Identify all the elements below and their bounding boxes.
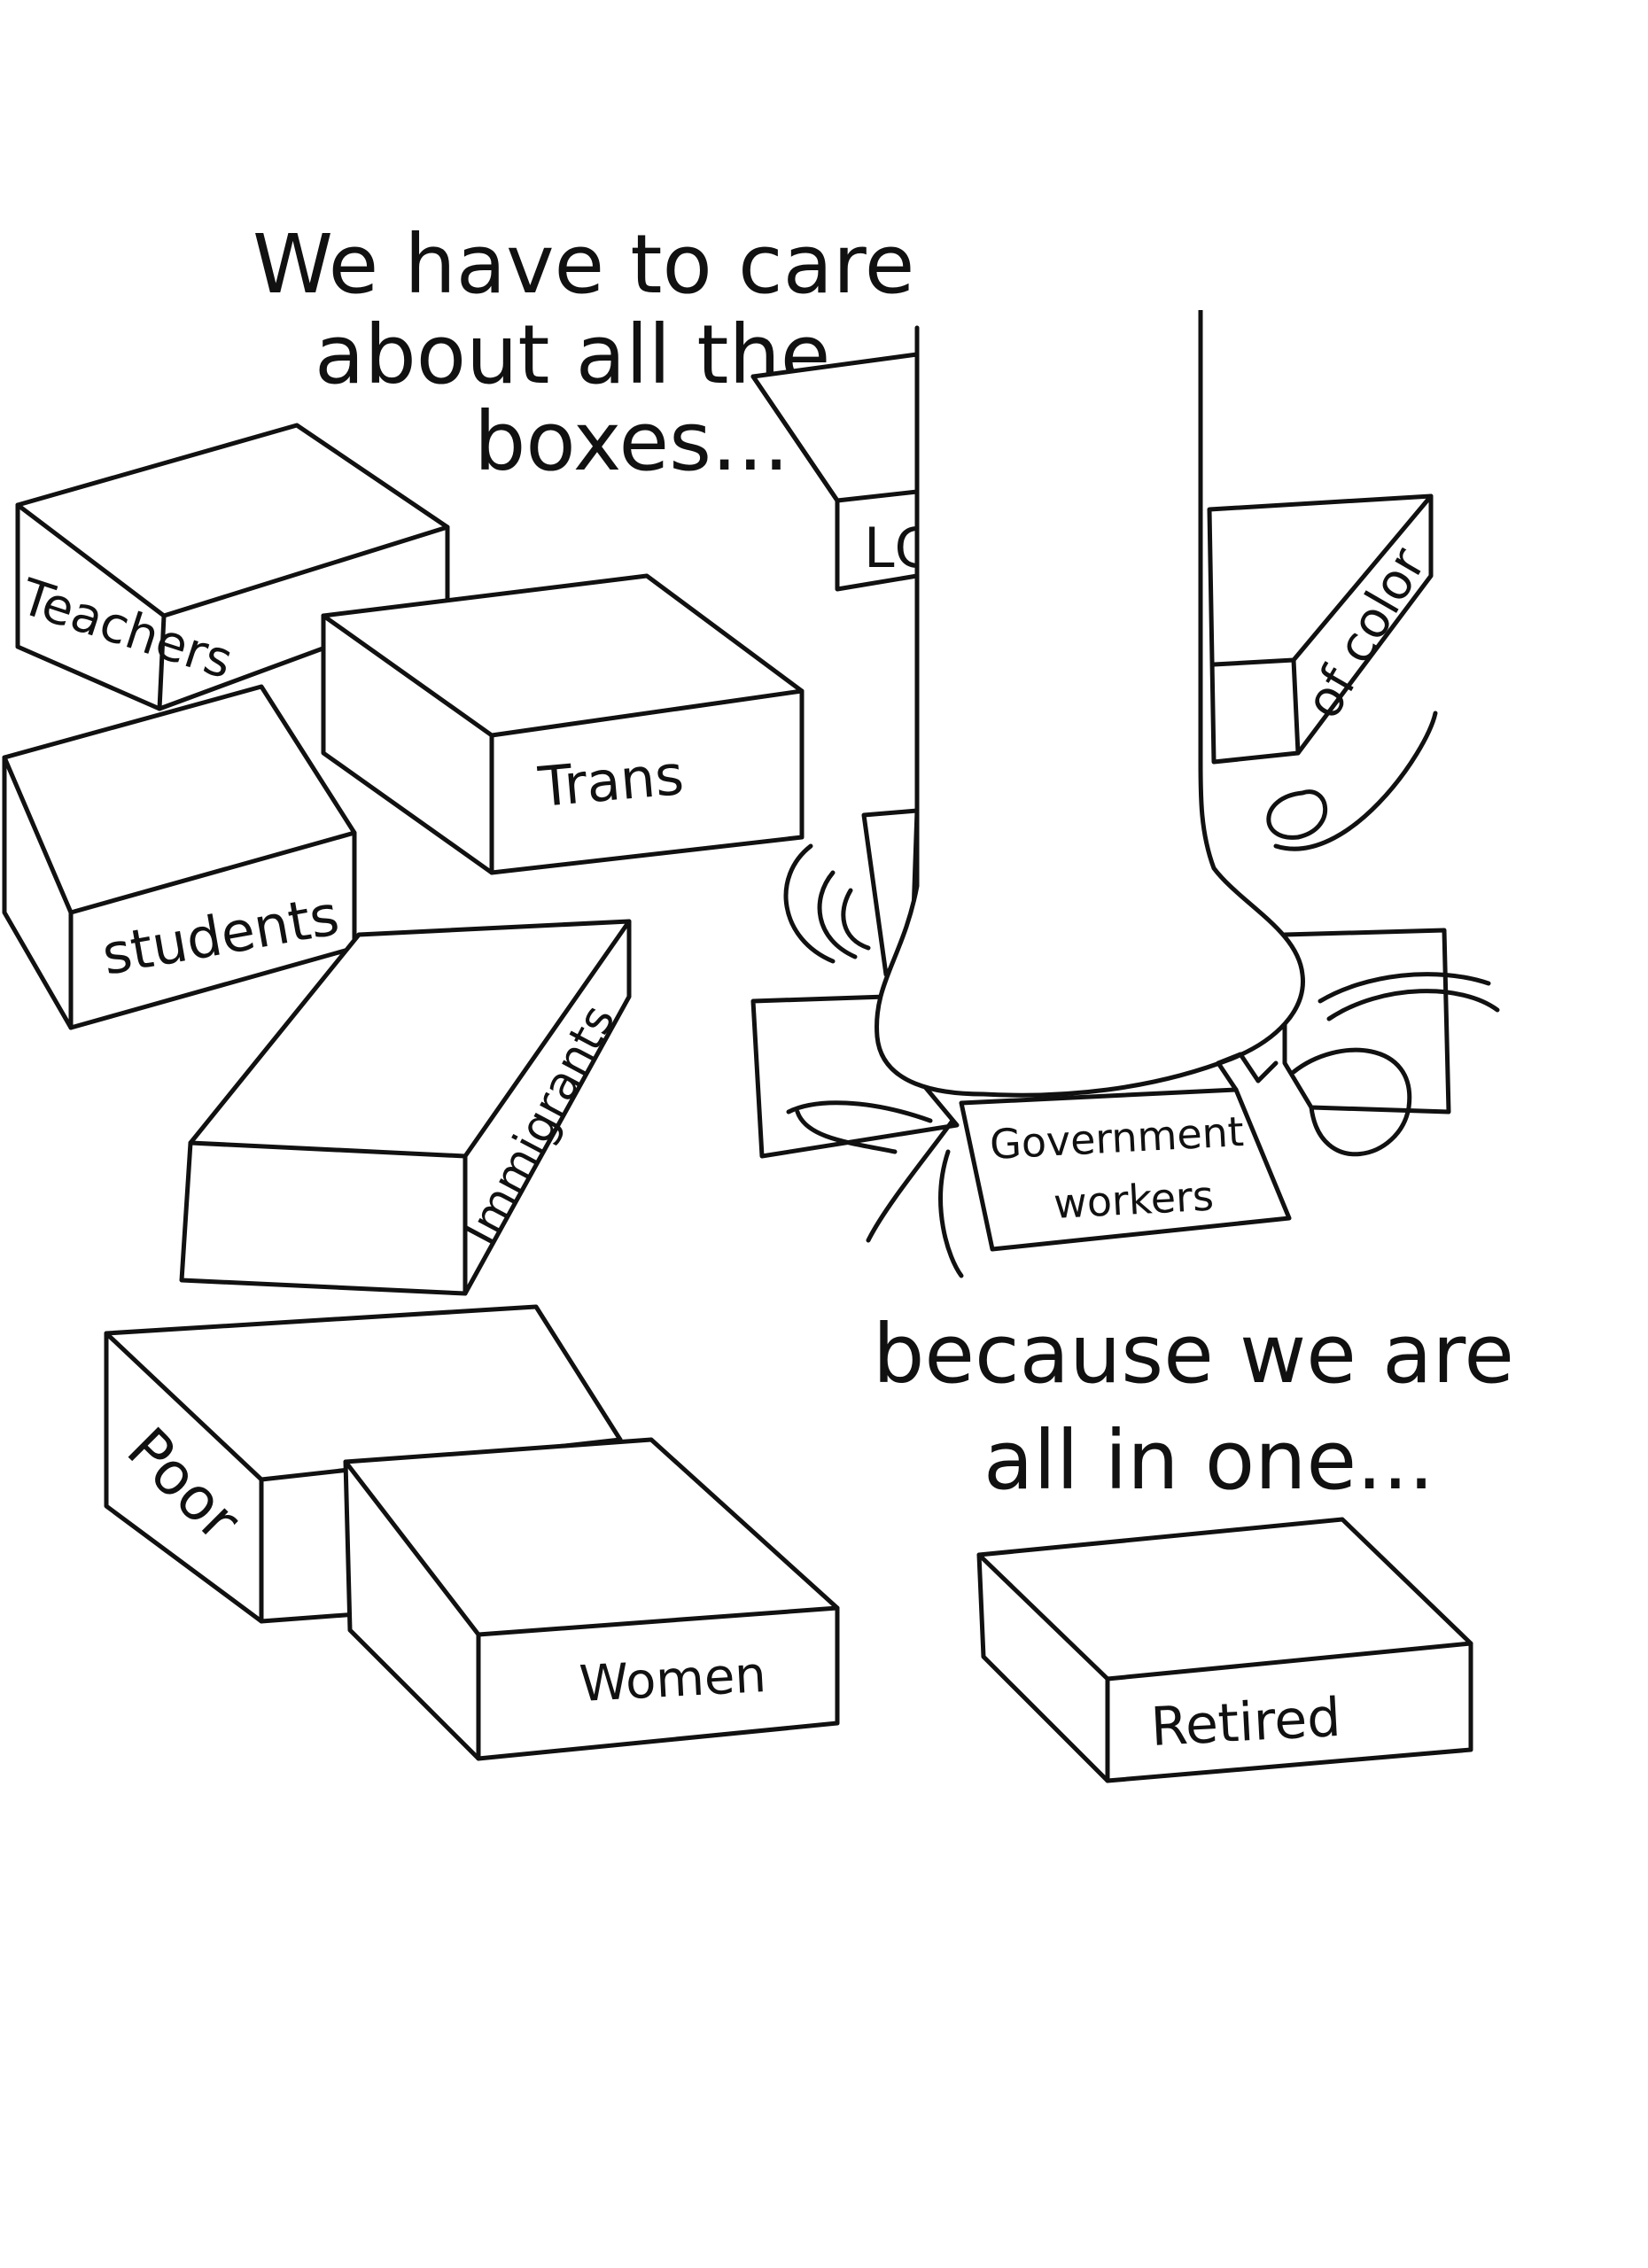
box-lg: LG — [750, 352, 937, 592]
top-caption-line-2: about all the — [315, 307, 830, 402]
motion-lines — [783, 711, 1500, 1278]
bottom-caption-line-1: because we are — [873, 1307, 1514, 1402]
box-of-color: of color — [1207, 493, 1437, 765]
giant-leg — [875, 310, 1305, 1098]
box-government-workers-label-2: workers — [1053, 1172, 1215, 1228]
box-retired: Retired — [976, 1517, 1473, 1783]
top-caption-line-3: boxes... — [474, 394, 789, 489]
top-caption-line-1: We have to care — [253, 217, 914, 312]
box-women-label: Women — [578, 1646, 767, 1713]
box-women: Women — [343, 1437, 840, 1761]
box-trans-label: Trans — [535, 742, 687, 819]
top-caption: We have to care about all the boxes... — [253, 217, 914, 489]
bottom-caption: because we are all in one... — [873, 1307, 1514, 1508]
bottom-caption-line-2: all in one... — [983, 1413, 1434, 1508]
box-trans: Trans — [321, 573, 805, 875]
box-government-workers: Government workers — [959, 1052, 1292, 1252]
box-students: students — [2, 684, 357, 1030]
box-retired-label: Retired — [1149, 1687, 1342, 1759]
